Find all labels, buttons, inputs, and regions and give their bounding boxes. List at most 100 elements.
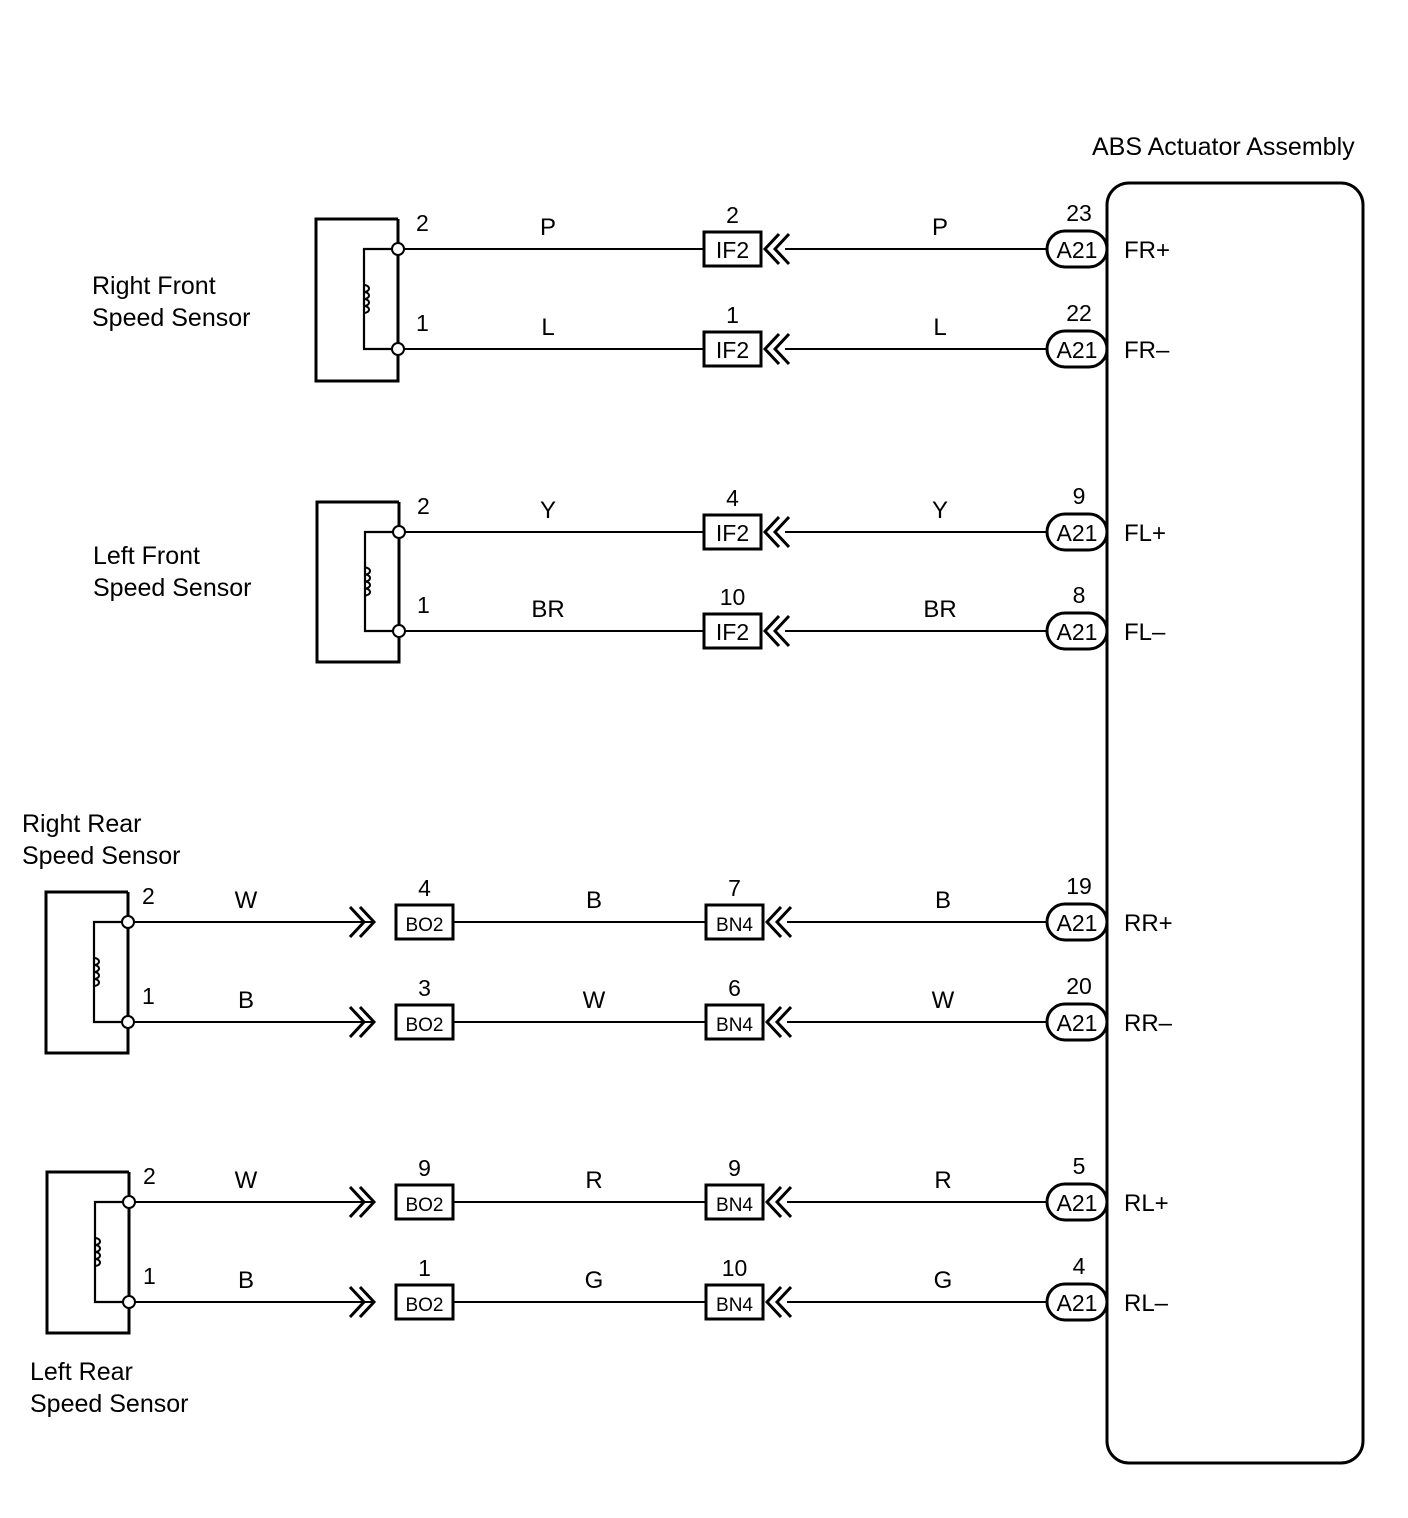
ecu-terminal-label-0: FR+ [1124, 237, 1170, 264]
left-front-sensor-label-1: Left Front [93, 542, 200, 570]
junction-bo2-5-box [394, 1003, 455, 1041]
ecu-pin-7: 4 [1073, 1253, 1086, 1279]
bo2-chevron-icon-6 [348, 1185, 377, 1219]
sensor-terminal-icon-1b [392, 624, 406, 638]
junction-bn4-7-pin: 10 [722, 1255, 748, 1281]
sensor-coil-lead-1 [363, 530, 399, 633]
ecu-connector-label-7: A21 [1057, 1290, 1098, 1316]
ecu-terminal-label-5: RR– [1124, 1010, 1173, 1037]
bn4-chevron-icon-6 [764, 1185, 793, 1219]
junction-bn4-5-box [704, 1003, 765, 1041]
ecu-terminal-label-2: FL+ [1124, 520, 1166, 547]
junction-chevron-icon-3 [762, 614, 791, 648]
junction-bn4-5-pin: 6 [728, 975, 741, 1001]
ecu-connector-oval-4 [1045, 902, 1109, 942]
wire-color-sensor-side-4: W [235, 887, 258, 914]
ecu-connector-label-3: A21 [1057, 619, 1098, 645]
junction-bo2-6-pin: 9 [418, 1155, 431, 1181]
sensor-body-0 [314, 217, 400, 383]
sensor-coil-lead-2 [92, 920, 128, 1024]
ecu-connector-oval-6 [1045, 1182, 1109, 1222]
junction-bn4-4-label: BN4 [716, 915, 753, 936]
sensor-coil-lead-0 [362, 247, 398, 351]
ecu-pin-1: 22 [1066, 300, 1092, 326]
junction-if2-2-label: IF2 [716, 520, 749, 546]
bn4-chevron-icon-5 [764, 1005, 793, 1039]
ecu-pin-0: 23 [1066, 200, 1092, 226]
sensor-terminal-icon-3a [122, 1195, 136, 1209]
ecu-connector-oval-0 [1045, 229, 1109, 269]
ecu-terminal-label-7: RL– [1124, 1290, 1169, 1317]
junction-bo2-4-label: BO2 [405, 915, 443, 936]
sensor-body-1 [315, 500, 401, 664]
junction-if2-1-label: IF2 [716, 337, 749, 363]
wire-color-ecu-side-1: L [933, 314, 946, 341]
sensor-pin-0: 2 [416, 210, 429, 236]
junction-bo2-4-pin: 4 [418, 875, 431, 901]
junction-bn4-6-pin: 9 [728, 1155, 741, 1181]
junction-bo2-5-pin: 3 [418, 975, 431, 1001]
junction-bo2-7-box [394, 1283, 455, 1321]
wire-color-sensor-side-2: Y [540, 497, 556, 524]
junction-bn4-6-label: BN4 [716, 1195, 753, 1216]
sensor-body-3 [45, 1170, 131, 1335]
junction-bn4-4-pin: 7 [728, 875, 741, 901]
wire-color-sensor-side-1: L [541, 314, 554, 341]
wire-color-ecu-side-3: BR [923, 596, 956, 623]
junction-if2-0-label: IF2 [716, 237, 749, 263]
sensor-terminal-icon-1a [392, 525, 406, 539]
junction-if2-1-pin: 1 [726, 302, 739, 328]
wire-color-ecu-side-4: B [935, 887, 951, 914]
wire-color-sensor-side-0: P [540, 214, 556, 241]
sensor-terminal-icon-2b [121, 1015, 135, 1029]
sensor-coil-icon-2 [93, 957, 100, 987]
ecu-terminal-label-1: FR– [1124, 337, 1170, 364]
left-rear-sensor-label-2: Speed Sensor [30, 1390, 188, 1418]
wire-color-sensor-side-5: B [238, 987, 254, 1014]
left-rear-sensor-label-1: Left Rear [30, 1358, 133, 1386]
bo2-chevron-icon-5 [348, 1005, 377, 1039]
junction-chevron-icon-2 [762, 515, 791, 549]
bn4-chevron-icon-7 [764, 1285, 793, 1319]
ecu-connector-label-6: A21 [1057, 1190, 1098, 1216]
ecu-pin-5: 20 [1066, 973, 1092, 999]
junction-bo2-6-label: BO2 [405, 1195, 443, 1216]
bo2-chevron-icon-7 [348, 1285, 377, 1319]
ecu-terminal-label-4: RR+ [1124, 910, 1173, 937]
abs-actuator-box [1105, 181, 1365, 1465]
wire-color-middle-5: W [583, 987, 606, 1014]
sensor-pin-1: 1 [416, 310, 429, 336]
sensor-pin-7: 1 [143, 1263, 156, 1289]
sensor-coil-lead-3 [93, 1200, 129, 1304]
ecu-connector-label-2: A21 [1057, 520, 1098, 546]
junction-if2-2-pin: 4 [726, 485, 739, 511]
junction-bn4-5-label: BN4 [716, 1015, 753, 1036]
ecu-connector-oval-3 [1045, 611, 1109, 651]
sensor-pin-5: 1 [142, 983, 155, 1009]
bo2-chevron-icon-4 [348, 905, 377, 939]
right-front-sensor-label-1: Right Front [92, 272, 216, 300]
ecu-connector-oval-1 [1045, 329, 1109, 369]
ecu-connector-label-1: A21 [1057, 337, 1098, 363]
right-rear-sensor-label-2: Speed Sensor [22, 842, 180, 870]
wire-color-middle-6: R [585, 1167, 602, 1194]
wire-color-sensor-side-7: B [238, 1267, 254, 1294]
ecu-pin-2: 9 [1073, 483, 1086, 509]
junction-chevron-icon-1 [762, 332, 791, 366]
junction-if2-3-box [702, 612, 763, 650]
ecu-pin-4: 19 [1066, 873, 1092, 899]
junction-if2-0-pin: 2 [726, 202, 739, 228]
ecu-terminal-label-6: RL+ [1124, 1190, 1169, 1217]
right-front-sensor-label-2: Speed Sensor [92, 304, 250, 332]
sensor-pin-2: 2 [417, 493, 430, 519]
junction-bn4-7-label: BN4 [716, 1295, 753, 1316]
junction-bo2-4-box [394, 903, 455, 941]
ecu-connector-label-4: A21 [1057, 910, 1098, 936]
ecu-pin-6: 5 [1073, 1153, 1086, 1179]
junction-if2-1-box [702, 330, 763, 368]
sensor-pin-3: 1 [417, 592, 430, 618]
wire-color-sensor-side-6: W [235, 1167, 258, 1194]
sensor-body-2 [44, 890, 130, 1055]
